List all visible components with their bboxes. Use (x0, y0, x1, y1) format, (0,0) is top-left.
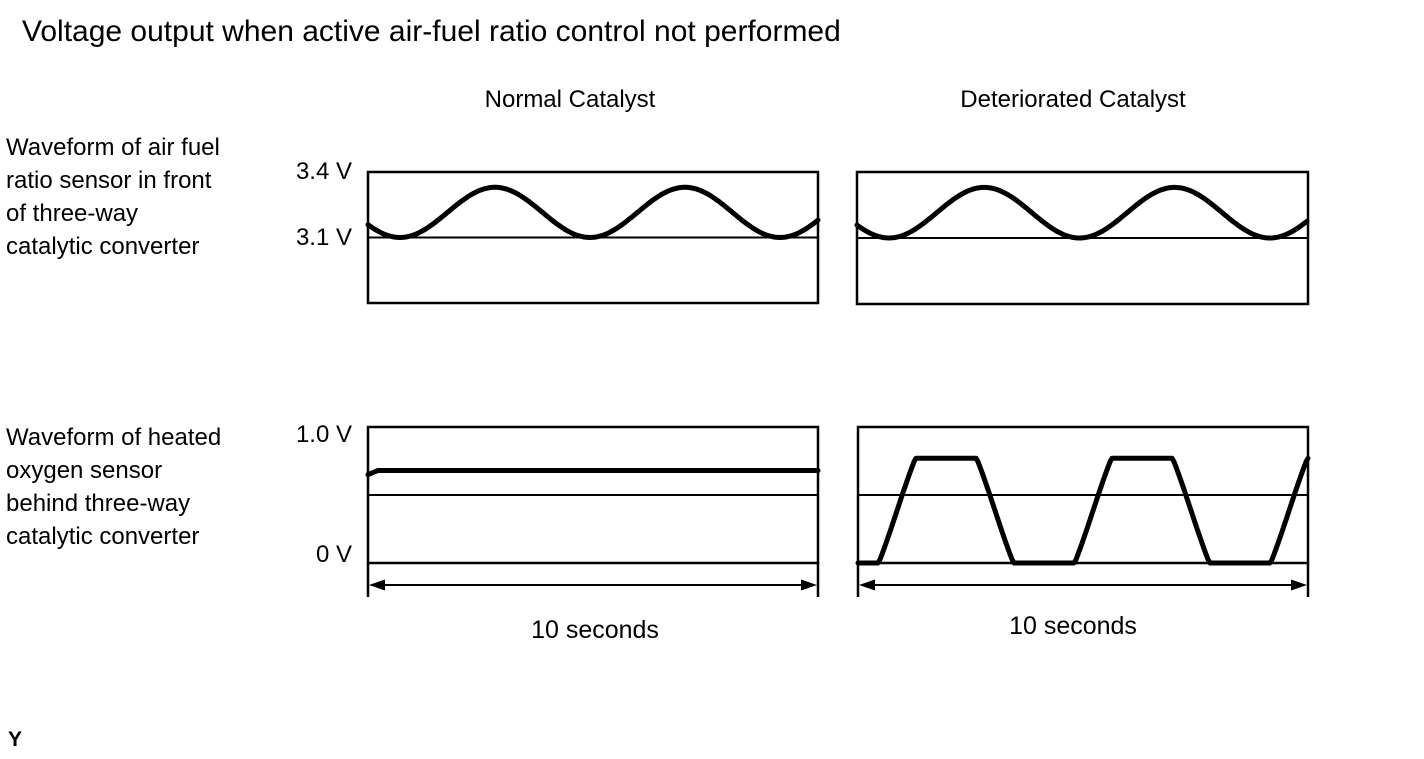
ytick-1-0v: 1.0 V (295, 421, 352, 448)
ytick-3-1v: 3.1 V (295, 224, 352, 251)
chart-rear-sensor-normal (365, 425, 821, 597)
waveform-path (855, 455, 1311, 566)
waveform-path (854, 184, 1310, 241)
waveform-path (365, 468, 821, 478)
chart-front-sensor-deteriorated (854, 170, 1310, 306)
y-marker-text: Y (8, 728, 23, 751)
row-label-rear-sensor: Waveform of heated oxygen sensor behind … (6, 424, 222, 550)
time-span-label-right: 10 seconds (1009, 612, 1137, 640)
arrowhead-left (369, 579, 385, 591)
arrowhead-left (859, 579, 875, 591)
waveform-path (365, 184, 821, 240)
plot-box (855, 170, 1310, 306)
plot-box (366, 170, 820, 305)
arrowhead-right (1291, 579, 1307, 591)
ytick-0v: 0 V (315, 541, 352, 568)
plot-box (366, 425, 820, 565)
page-title: Voltage output when active air-fuel rati… (22, 15, 841, 48)
arrowhead-right (801, 579, 817, 591)
ytick-3-4v: 3.4 V (295, 158, 352, 185)
column-header-normal-catalyst: Normal Catalyst (484, 86, 656, 113)
plot-box (856, 425, 1310, 565)
chart-front-sensor-normal (365, 170, 821, 305)
row-label-front-sensor: Waveform of air fuel ratio sensor in fro… (6, 134, 220, 260)
column-header-deteriorated-catalyst: Deteriorated Catalyst (960, 86, 1186, 113)
chart-rear-sensor-deteriorated (855, 425, 1311, 597)
time-span-label-left: 10 seconds (531, 616, 659, 644)
